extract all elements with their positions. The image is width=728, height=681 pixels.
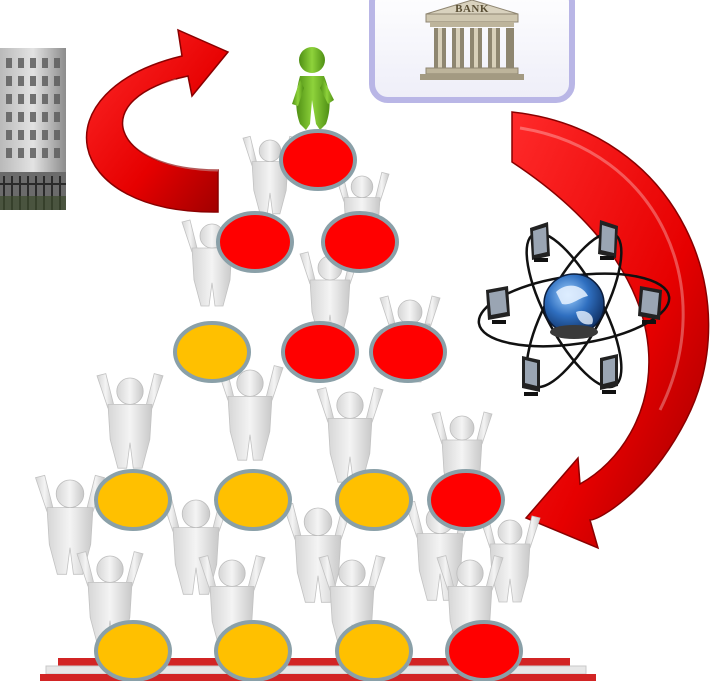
pyramid-node-orange xyxy=(94,469,172,531)
pyramid-node-orange xyxy=(94,620,172,681)
pyramid-node-orange xyxy=(214,620,292,681)
bank-building-icon: BANK xyxy=(420,0,524,80)
person-figure-icon xyxy=(316,387,384,483)
green-person-icon xyxy=(292,47,334,130)
pyramid-node-red xyxy=(445,620,523,681)
pyramid-node-red xyxy=(427,469,505,531)
person-figure-icon xyxy=(160,494,232,595)
person-figure-icon xyxy=(181,219,243,307)
person-figure-icon xyxy=(34,474,106,575)
pyramid-node-orange xyxy=(335,620,413,681)
bank-panel: BANK xyxy=(369,0,575,103)
arrow-bank-to-pyramid xyxy=(511,111,710,550)
pyramid-node-red xyxy=(279,129,357,191)
arrow-building-to-bank xyxy=(86,28,230,213)
pyramid-node-red xyxy=(281,321,359,383)
government-building-icon xyxy=(0,48,66,210)
computer-network-globe-icon xyxy=(477,220,671,396)
person-figure-icon xyxy=(216,365,284,461)
bank-label: BANK xyxy=(455,3,489,15)
pyramid-base xyxy=(40,658,596,681)
person-figure-icon xyxy=(96,373,164,469)
pyramid-nodes xyxy=(94,129,523,681)
pyramid-node-red xyxy=(216,211,294,273)
pyramid-node-red xyxy=(369,321,447,383)
computer-monitors xyxy=(486,220,662,396)
pyramid-figures xyxy=(34,135,541,651)
pyramid-node-orange xyxy=(173,321,251,383)
pyramid-node-red xyxy=(321,211,399,273)
pyramid-node-orange xyxy=(335,469,413,531)
pyramid-node-orange xyxy=(214,469,292,531)
